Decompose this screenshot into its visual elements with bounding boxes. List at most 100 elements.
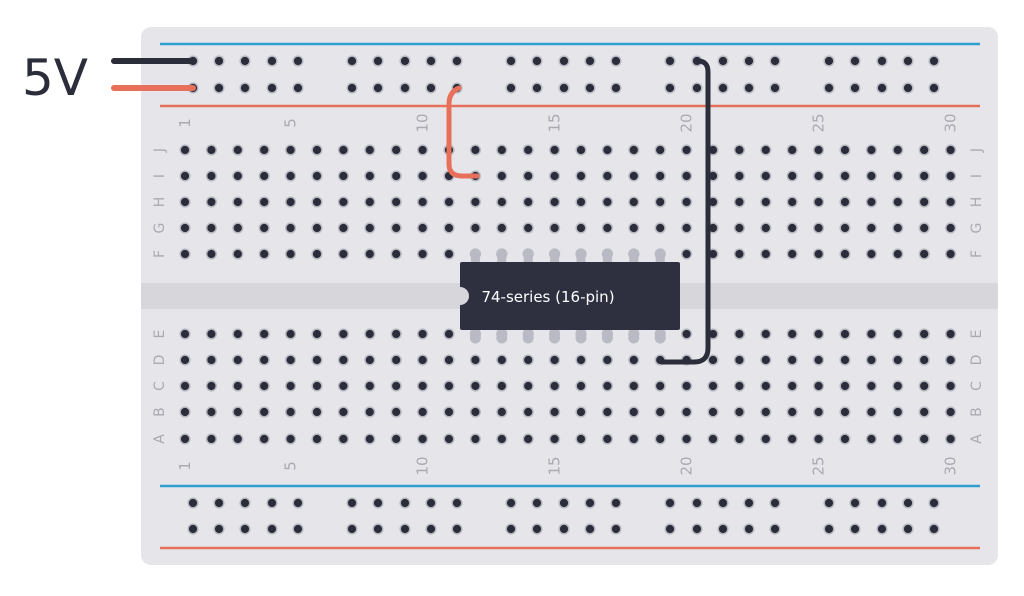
chip-pin-bottom-tip-8 <box>654 332 666 344</box>
rail-hole-bottom-0-1-3-core <box>426 498 436 508</box>
hole-C12 <box>469 380 481 392</box>
rail-hole-bottom-0-2-0-core <box>506 498 516 508</box>
hole-F8 <box>364 248 376 260</box>
hole-H19 <box>654 196 666 208</box>
rail-hole-bottom-0-3-2-core <box>718 498 728 508</box>
rail-hole-bottom-1-4-4-core <box>929 524 939 534</box>
hole-J22-core <box>735 145 744 155</box>
hole-C14-core <box>524 381 533 391</box>
hole-G16-core <box>576 223 586 233</box>
hole-H14 <box>522 196 534 208</box>
rail-hole-bottom-0-4-1-core <box>850 498 860 508</box>
hole-C4 <box>258 380 270 392</box>
rail-hole-top-0-3-3 <box>743 55 755 67</box>
hole-I14-core <box>524 171 533 181</box>
column-label-top-1: 1 <box>176 118 194 128</box>
hole-G14-core <box>524 223 533 233</box>
hole-G19-core <box>656 223 665 233</box>
hole-J19 <box>654 144 666 156</box>
hole-H8-core <box>365 197 374 207</box>
hole-F27 <box>865 248 878 260</box>
hole-G21-core <box>708 223 718 233</box>
rail-hole-top-0-4-4 <box>928 55 940 67</box>
hole-A30 <box>945 433 957 445</box>
hole-I29 <box>918 170 930 182</box>
hole-I1 <box>179 170 191 182</box>
hole-I19 <box>654 170 666 182</box>
hole-F9 <box>390 248 402 260</box>
hole-D12 <box>469 354 481 366</box>
hole-G15-core <box>550 223 559 233</box>
rail-hole-top-1-3-3-core <box>744 83 754 93</box>
chip-pin-top-tip-7 <box>628 248 640 260</box>
hole-A21 <box>707 433 719 445</box>
hole-B7 <box>337 406 349 418</box>
hole-D24-core <box>788 355 797 365</box>
hole-H2 <box>205 196 217 208</box>
hole-D24 <box>786 354 798 366</box>
row-label-left-I: I <box>152 174 168 178</box>
hole-J24 <box>786 144 798 156</box>
hole-G9 <box>390 222 402 234</box>
rail-hole-top-1-2-4 <box>610 82 622 94</box>
row-label-left-H: H <box>152 197 168 208</box>
rail-hole-top-1-4-4 <box>928 82 940 94</box>
hole-C26 <box>839 380 851 392</box>
hole-H11-core <box>444 197 454 207</box>
hole-G24-core <box>788 223 797 233</box>
hole-J18-core <box>629 145 638 155</box>
hole-D13-core <box>497 355 506 365</box>
hole-C29 <box>918 380 930 392</box>
hole-H23-core <box>761 197 770 207</box>
hole-E26 <box>839 328 851 340</box>
hole-D29-core <box>920 355 929 365</box>
hole-J19-core <box>656 145 665 155</box>
hole-I10-core <box>418 171 427 181</box>
hole-J9-core <box>392 145 401 155</box>
hole-I30-core <box>946 171 955 181</box>
column-label-bottom-1: 1 <box>176 461 194 471</box>
chip-label: 74-series (16-pin) <box>481 288 614 306</box>
hole-G8-core <box>365 223 374 233</box>
hole-H1-core <box>180 197 190 207</box>
hole-A17 <box>601 433 614 445</box>
hole-G8 <box>364 222 376 234</box>
hole-I18 <box>628 170 640 182</box>
hole-B3 <box>232 406 244 418</box>
chip-body <box>460 262 680 330</box>
hole-D28-core <box>893 355 902 365</box>
chip-pin-top-tip-4 <box>549 248 561 260</box>
hole-H5 <box>285 196 297 208</box>
hole-H21-core <box>708 197 718 207</box>
hole-F4 <box>258 248 270 260</box>
hole-C25 <box>813 380 825 392</box>
hole-I15-core <box>550 171 559 181</box>
hole-D16 <box>575 354 587 366</box>
rail-hole-bottom-0-0-2-core <box>240 498 250 508</box>
rail-hole-top-0-1-3 <box>425 55 437 67</box>
hole-F7-core <box>339 249 348 259</box>
hole-E23-core <box>761 329 770 339</box>
rail-hole-top-0-3-3-core <box>744 56 754 66</box>
hole-C14 <box>522 380 534 392</box>
hole-B30-core <box>946 407 955 417</box>
rail-hole-bottom-0-1-2-core <box>400 498 410 508</box>
hole-D14 <box>522 354 534 366</box>
hole-E5 <box>285 328 297 340</box>
hole-B29-core <box>920 407 929 417</box>
rail-hole-top-1-2-0 <box>505 82 517 94</box>
hole-I7 <box>337 170 349 182</box>
hole-B19-core <box>656 407 665 417</box>
rail-hole-bottom-0-1-3 <box>425 497 437 509</box>
rail-hole-bottom-0-0-1-core <box>214 498 224 508</box>
hole-F10 <box>417 248 429 260</box>
rail-hole-bottom-1-3-2-core <box>718 524 728 534</box>
hole-H22-core <box>735 197 744 207</box>
hole-J27 <box>865 144 878 156</box>
hole-G9-core <box>392 223 401 233</box>
rail-hole-top-1-4-1-core <box>850 83 860 93</box>
hole-D3-core <box>233 355 242 365</box>
hole-E8-core <box>365 329 374 339</box>
chip-pin-top-tip-6 <box>601 248 613 260</box>
hole-H24 <box>786 196 798 208</box>
